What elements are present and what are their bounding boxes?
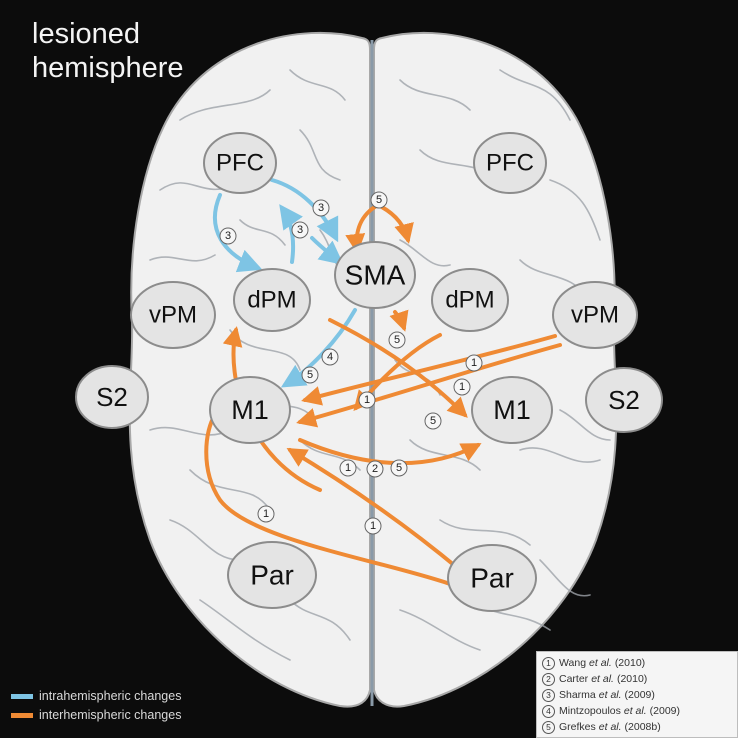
citation-badge: 5 bbox=[389, 332, 405, 348]
reference-year: (2010) bbox=[615, 657, 645, 669]
reference-year: (2008b) bbox=[625, 721, 661, 733]
reference-row: 5 Grefkes et al. (2008b) bbox=[542, 719, 733, 735]
reference-number: 3 bbox=[542, 689, 555, 702]
reference-year: (2010) bbox=[617, 673, 647, 685]
reference-year: (2009) bbox=[625, 689, 655, 701]
badge-number: 1 bbox=[263, 508, 269, 520]
reference-etal: et al. bbox=[591, 673, 614, 685]
badge-number: 3 bbox=[225, 230, 231, 242]
citation-badge: 1 bbox=[365, 518, 381, 534]
badge-number: 5 bbox=[376, 194, 382, 206]
citation-badge: 3 bbox=[292, 222, 308, 238]
badge-number: 1 bbox=[471, 357, 477, 369]
region-label: M1 bbox=[493, 395, 531, 425]
key-intrahemispheric: intrahemispheric changes bbox=[11, 689, 181, 703]
badge-number: 1 bbox=[370, 520, 376, 532]
region-label: dPM bbox=[247, 287, 296, 314]
citation-badge: 2 bbox=[367, 461, 383, 477]
badge-number: 4 bbox=[327, 351, 333, 363]
badge-number: 5 bbox=[307, 369, 313, 381]
reference-etal: et al. bbox=[624, 705, 647, 717]
citation-badge: 1 bbox=[359, 392, 375, 408]
citation-badge: 1 bbox=[258, 506, 274, 522]
region-m1-right: M1 bbox=[472, 377, 552, 443]
region-m1-left: M1 bbox=[210, 377, 290, 443]
citation-badge: 5 bbox=[371, 192, 387, 208]
citation-badge: 3 bbox=[313, 200, 329, 216]
badge-number: 5 bbox=[396, 462, 402, 474]
region-sma: SMA bbox=[335, 242, 415, 308]
title-line-2: hemisphere bbox=[32, 52, 184, 84]
region-dpm-right: dPM bbox=[432, 269, 508, 331]
reference-author: Grefkes bbox=[559, 721, 596, 733]
citation-badge: 5 bbox=[425, 413, 441, 429]
key-intra-label: intrahemispheric changes bbox=[39, 689, 181, 703]
citation-badge: 5 bbox=[391, 460, 407, 476]
citation-badge: 1 bbox=[466, 355, 482, 371]
region-label: PFC bbox=[216, 150, 264, 177]
region-label: SMA bbox=[345, 260, 406, 291]
intra-swatch bbox=[11, 694, 33, 699]
reference-year: (2009) bbox=[650, 705, 680, 717]
region-label: vPM bbox=[149, 302, 197, 329]
reference-number: 1 bbox=[542, 657, 555, 670]
region-label: S2 bbox=[608, 385, 640, 415]
badge-number: 5 bbox=[394, 334, 400, 346]
badge-number: 5 bbox=[430, 415, 436, 427]
reference-row: 1 Wang et al. (2010) bbox=[542, 655, 733, 671]
reference-number: 4 bbox=[542, 705, 555, 718]
region-label: PFC bbox=[486, 150, 534, 177]
region-label: S2 bbox=[96, 382, 128, 412]
key-inter-label: interhemispheric changes bbox=[39, 708, 181, 722]
citation-badge: 1 bbox=[340, 460, 356, 476]
region-par-right: Par bbox=[448, 545, 536, 611]
title-line-1: lesioned bbox=[32, 18, 140, 50]
region-label: M1 bbox=[231, 395, 269, 425]
citation-badge: 3 bbox=[220, 228, 236, 244]
reference-row: 2 Carter et al. (2010) bbox=[542, 671, 733, 687]
reference-author: Mintzopoulos bbox=[559, 705, 621, 717]
badge-number: 1 bbox=[345, 462, 351, 474]
region-label: vPM bbox=[571, 302, 619, 329]
citation-badge: 4 bbox=[322, 349, 338, 365]
reference-etal: et al. bbox=[599, 689, 622, 701]
reference-author: Sharma bbox=[559, 689, 596, 701]
badge-number: 3 bbox=[297, 224, 303, 236]
reference-etal: et al. bbox=[599, 721, 622, 733]
badge-number: 2 bbox=[372, 463, 378, 475]
reference-legend: 1 Wang et al. (2010) 2 Carter et al. (20… bbox=[536, 651, 738, 738]
reference-author: Carter bbox=[559, 673, 588, 685]
reference-author: Wang bbox=[559, 657, 586, 669]
citation-badge: 1 bbox=[454, 379, 470, 395]
badge-number: 1 bbox=[459, 381, 465, 393]
region-s2-left: S2 bbox=[76, 366, 148, 428]
badge-number: 1 bbox=[364, 394, 370, 406]
region-label: Par bbox=[250, 560, 294, 591]
reference-number: 2 bbox=[542, 673, 555, 686]
key-interhemispheric: interhemispheric changes bbox=[11, 708, 181, 722]
reference-number: 5 bbox=[542, 721, 555, 734]
reference-row: 3 Sharma et al. (2009) bbox=[542, 687, 733, 703]
reference-row: 4 Mintzopoulos et al. (2009) bbox=[542, 703, 733, 719]
inter-swatch bbox=[11, 713, 33, 718]
region-pfc-right: PFC bbox=[474, 133, 546, 193]
badge-number: 3 bbox=[318, 202, 324, 214]
region-par-left: Par bbox=[228, 542, 316, 608]
region-vpm-right: vPM bbox=[553, 282, 637, 348]
region-dpm-left: dPM bbox=[234, 269, 310, 331]
region-label: dPM bbox=[445, 287, 494, 314]
reference-etal: et al. bbox=[589, 657, 612, 669]
region-label: Par bbox=[470, 563, 514, 594]
citation-badge: 5 bbox=[302, 367, 318, 383]
region-vpm-left: vPM bbox=[131, 282, 215, 348]
region-pfc-left: PFC bbox=[204, 133, 276, 193]
region-s2-right: S2 bbox=[586, 368, 662, 432]
